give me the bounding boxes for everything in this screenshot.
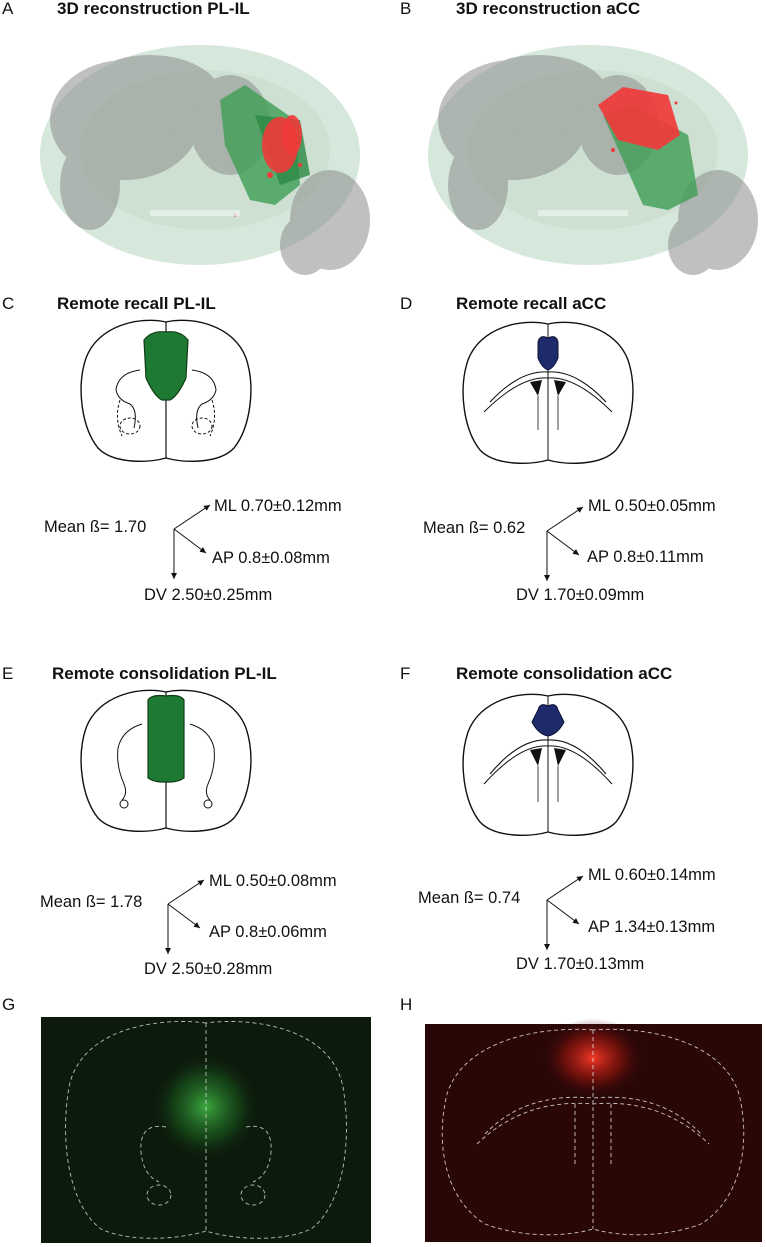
panel-b-letter: B [400,0,412,18]
panel-c-ml: ML 0.70±0.12mm [214,497,342,515]
panel-b-3d-brain-render [428,45,758,275]
panel-f-mean-beta: Mean ß= 0.74 [418,889,521,907]
panel-d-dv: DV 1.70±0.09mm [516,586,645,604]
panel-g-letter: G [2,995,16,1014]
panel-f-title: Remote consolidation aCC [456,664,673,683]
panel-a-letter: A [2,0,14,18]
panel-d-title: Remote recall aCC [456,294,607,313]
panel-d-ml: ML 0.50±0.05mm [588,497,716,515]
panel-e-ml: ML 0.50±0.08mm [209,872,337,890]
panel-d-letter: D [400,294,413,313]
panel-e-coronal-section [80,689,252,832]
panel-g-fluorescence-micrograph [41,1017,371,1243]
panel-f-coronal-section [462,693,634,836]
panel-c-dv: DV 2.50±0.25mm [144,586,273,604]
panel-c-title: Remote recall PL-IL [57,294,216,313]
panel-d-coordinate-arrows [544,506,584,581]
panel-a-3d-brain-render [40,45,370,275]
panel-c-coordinate-arrows [171,504,211,579]
panel-f-ml: ML 0.60±0.14mm [588,866,716,884]
panel-e-mean-beta: Mean ß= 1.78 [40,893,143,911]
panel-h-letter: H [400,995,413,1014]
panel-b-title: 3D reconstruction aCC [456,0,641,18]
panel-d-coronal-section [462,321,634,464]
panel-e-ap: AP 0.8±0.06mm [209,923,327,941]
panel-a-title: 3D reconstruction PL-IL [57,0,250,18]
panel-f-letter: F [400,664,411,683]
panel-c-mean-beta: Mean ß= 1.70 [44,518,147,536]
panel-e-title: Remote consolidation PL-IL [52,664,277,683]
panel-d-mean-beta: Mean ß= 0.62 [423,519,526,537]
panel-e-coordinate-arrows [165,879,205,954]
panel-h-fluorescence-micrograph [425,1018,762,1242]
panel-f-dv: DV 1.70±0.13mm [516,955,645,973]
panel-f-coordinate-arrows [544,875,584,950]
panel-d-ap: AP 0.8±0.11mm [587,548,704,566]
panel-e-letter: E [2,664,14,683]
panel-e-dv: DV 2.50±0.28mm [144,960,273,978]
panel-c-coronal-section [80,319,252,462]
panel-c-ap: AP 0.8±0.08mm [212,549,330,567]
panel-f-ap: AP 1.34±0.13mm [588,918,716,936]
panel-c-letter: C [2,294,15,313]
